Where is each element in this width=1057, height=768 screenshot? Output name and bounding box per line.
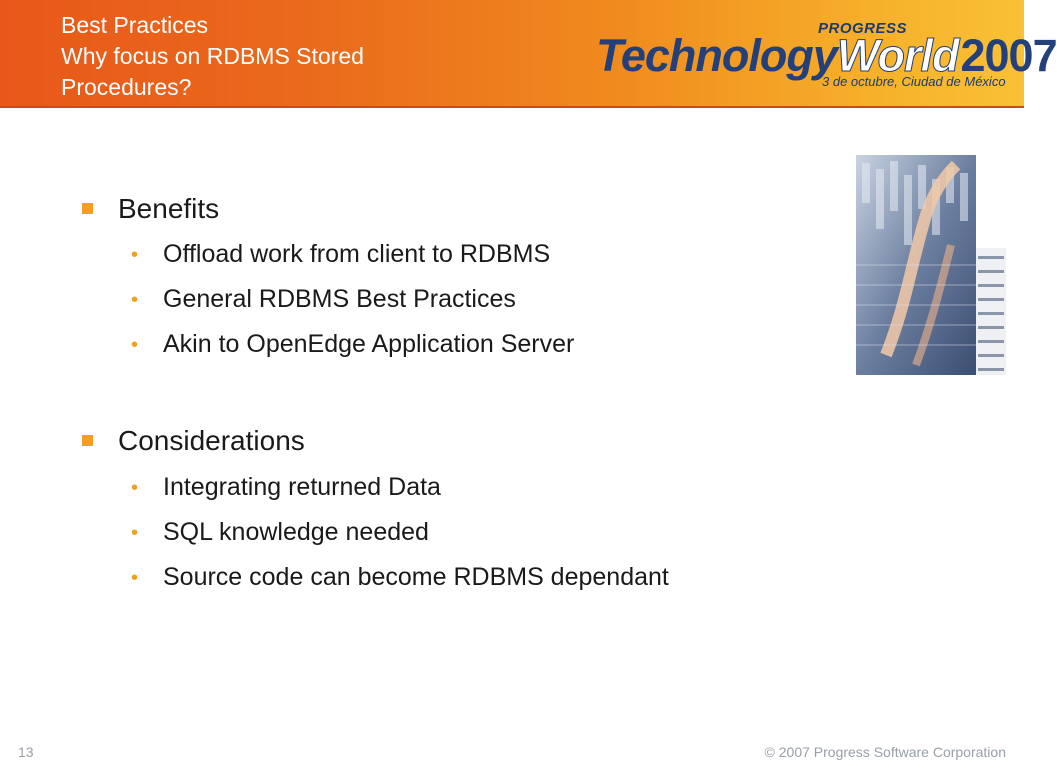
dot-bullet-icon: •: [131, 567, 139, 589]
slide-title-line-1: Best Practices: [61, 12, 208, 38]
copyright-notice: © 2007 Progress Software Corporation: [764, 744, 1006, 760]
dot-bullet-icon: •: [131, 522, 139, 544]
page-number: 13: [18, 744, 34, 760]
logo-year: 2007: [960, 30, 1057, 81]
dot-bullet-icon: •: [131, 244, 139, 266]
square-bullet-icon: [82, 203, 93, 214]
list-item-label: Akin to OpenEdge Application Server: [163, 330, 575, 358]
logo-tech: Technology: [596, 30, 838, 81]
logo-world: World: [836, 30, 960, 82]
stock-photo-side-image: [978, 256, 1004, 371]
list-item-label: Offload work from client to RDBMS: [163, 240, 551, 268]
header-banner: Best Practices Why focus on RDBMS Stored…: [0, 0, 1057, 108]
dot-bullet-icon: •: [131, 477, 139, 499]
slide-title-line-2: Why focus on RDBMS Stored: [61, 43, 364, 69]
list-item-label: Integrating returned Data: [163, 473, 441, 501]
technologyworld-logo: TechnologyWorld2007: [596, 30, 1057, 82]
slide-title-line-3: Procedures?: [61, 74, 192, 100]
section-heading-label: Benefits: [118, 193, 220, 224]
square-bullet-icon: [82, 435, 93, 446]
stock-photo-image: [856, 155, 976, 375]
logo-progress-text: PROGRESS: [818, 20, 908, 37]
dot-bullet-icon: •: [131, 289, 139, 311]
list-item-label: General RDBMS Best Practices: [163, 285, 516, 313]
stock-photo-side-strip: [976, 248, 1006, 375]
logo-subtitle: 3 de octubre, Ciudad de México: [822, 74, 1006, 89]
list-item-label: SQL knowledge needed: [163, 518, 429, 546]
stock-data-photo: [856, 155, 976, 375]
section-heading-label: Considerations: [118, 425, 305, 456]
list-item-label: Source code can become RDBMS dependant: [163, 563, 669, 591]
dot-bullet-icon: •: [131, 334, 139, 356]
